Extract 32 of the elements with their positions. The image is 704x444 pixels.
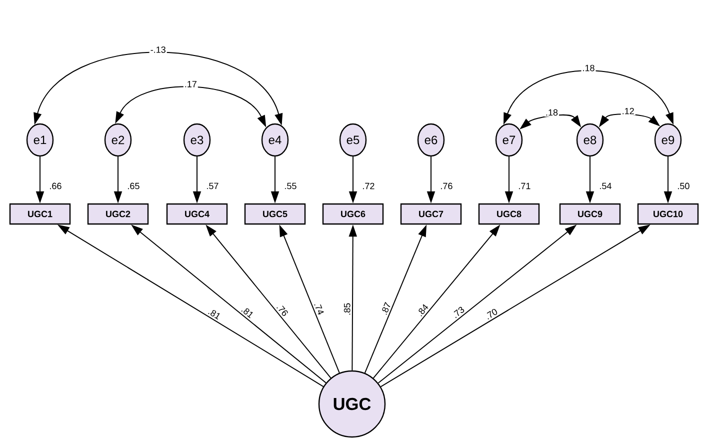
edge-label: .12 xyxy=(620,106,636,116)
variable-box: UGC7 xyxy=(400,203,462,225)
edge-label: .17 xyxy=(183,80,198,88)
edge-label: .85 xyxy=(342,302,352,316)
edge-label: -.13 xyxy=(149,46,167,54)
coefficient: .66 xyxy=(50,182,62,190)
edge-label: .76 xyxy=(274,302,290,318)
variable-box: UGC5 xyxy=(244,203,306,225)
variable-box: UGC9 xyxy=(559,203,621,225)
edge-label: .73 xyxy=(450,304,467,320)
coefficient: .71 xyxy=(519,182,530,190)
edge-label: .81 xyxy=(239,304,256,320)
edge-label: .74 xyxy=(312,300,326,317)
edge-label: .84 xyxy=(414,302,430,318)
coefficient: .54 xyxy=(600,182,612,190)
variable-box: UGC10 xyxy=(637,203,699,225)
coefficient: .65 xyxy=(128,182,140,190)
variable-box: UGC8 xyxy=(478,203,540,225)
coefficient: .76 xyxy=(441,182,452,190)
edge-label: .81 xyxy=(206,306,223,322)
coefficient: .72 xyxy=(363,182,374,190)
variable-box: UGC1 xyxy=(9,203,71,225)
coefficient: .57 xyxy=(207,182,218,190)
coefficient: .50 xyxy=(678,182,690,190)
edge-label: .18 xyxy=(544,108,559,117)
coefficient: .55 xyxy=(285,182,296,190)
variable-box: UGC2 xyxy=(87,203,149,225)
edge-label: .18 xyxy=(581,64,596,72)
edge-label: .87 xyxy=(379,300,392,317)
edge-label: .70 xyxy=(482,306,500,322)
variable-box: UGC6 xyxy=(322,203,384,225)
variable-box: UGC4 xyxy=(166,203,228,225)
